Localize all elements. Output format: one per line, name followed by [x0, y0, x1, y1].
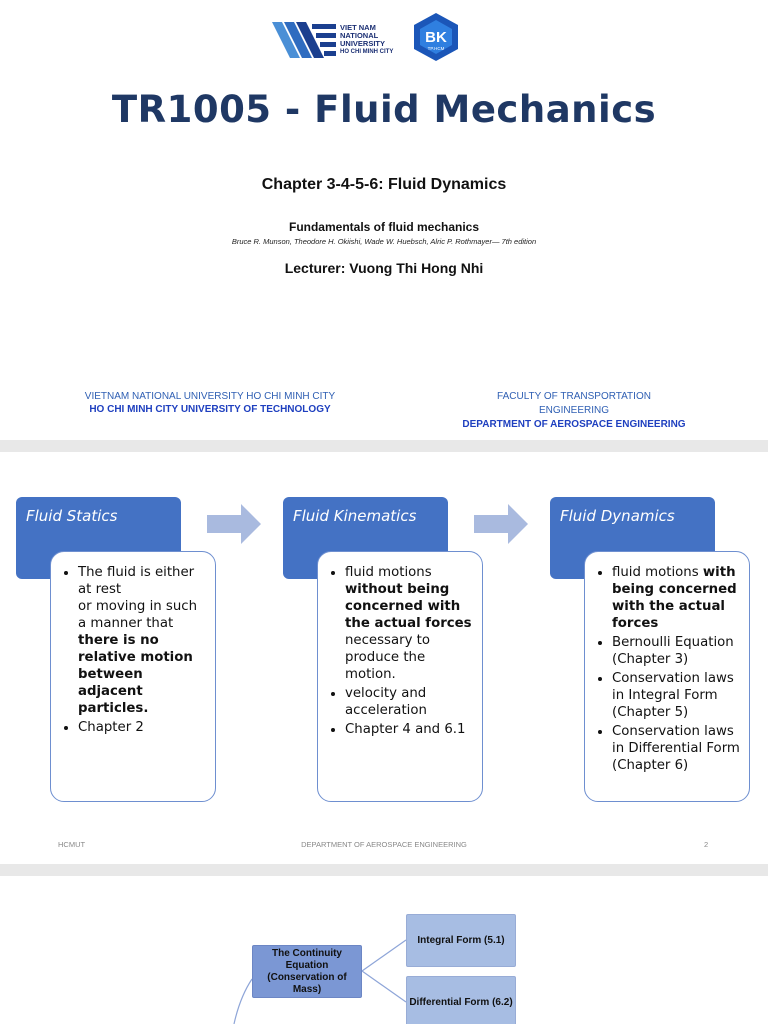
connector-lines — [233, 939, 407, 1024]
differential-form-node: Differential Form (6.2) — [406, 976, 516, 1024]
kinematics-bullet-2: velocity and acceleration — [345, 685, 474, 719]
footer-center: DEPARTMENT OF AEROSPACE ENGINEERING — [301, 840, 467, 849]
university-line-2: HO CHI MINH CITY UNIVERSITY OF TECHNOLOG… — [89, 404, 331, 415]
course-title: TR1005 - Fluid Mechanics — [111, 88, 657, 131]
integral-form-node: Integral Form (5.1) — [406, 914, 516, 967]
vnu-logo-text: VIET NAM NATIONAL UNIVERSITY HO CHI MINH… — [340, 23, 394, 56]
department-line: DEPARTMENT OF AEROSPACE ENGINEERING — [462, 419, 686, 430]
right-arrow-icon — [207, 504, 261, 544]
footer-left: HCMUT — [58, 840, 86, 849]
textbook-authors: Bruce R. Munson, Theodore H. Okiishi, Wa… — [231, 237, 537, 246]
chapter-title: Chapter 3-4-5-6: Fluid Dynamics — [261, 176, 507, 193]
faculty-line-1: FACULTY OF TRANSPORTATION — [497, 391, 651, 402]
university-name: VIETNAM NATIONAL UNIVERSITY HO CHI MINH … — [60, 390, 360, 416]
faculty-name: FACULTY OF TRANSPORTATION ENGINEERING DE… — [440, 390, 708, 432]
textbook-title: Fundamentals of fluid mechanics — [288, 220, 480, 234]
dynamics-bullet-3: Conservation laws in Integral Form (Chap… — [612, 670, 741, 721]
kinematics-bullet-1: fluid motions without being concerned wi… — [345, 564, 474, 683]
fluid-statics-title: Fluid Statics — [26, 507, 118, 525]
svg-text:BK: BK — [425, 29, 447, 46]
title-slide: VIET NAM NATIONAL UNIVERSITY HO CHI MINH… — [0, 0, 768, 440]
right-arrow-icon — [474, 504, 528, 544]
dynamics-bullet-4: Conservation laws in Differential Form (… — [612, 723, 741, 774]
svg-text:TP.HCM: TP.HCM — [428, 46, 445, 51]
fluid-kinematics-header: Fluid Kinematics — [283, 497, 448, 579]
kinematics-bullet-3: Chapter 4 and 6.1 — [345, 721, 474, 738]
fluid-dynamics-title: Fluid Dynamics — [560, 507, 675, 525]
dynamics-bullet-1: fluid motions with being concerned with … — [612, 564, 741, 632]
statics-bullet-2: Chapter 2 — [78, 719, 207, 736]
bk-logo-icon: BK TP.HCM — [414, 13, 458, 61]
dynamics-bullet-2: Bernoulli Equation (Chapter 3) — [612, 634, 741, 668]
page-number: 2 — [704, 840, 709, 849]
lecturer-name: Lecturer: Vuong Thi Hong Nhi — [284, 260, 484, 276]
overview-slide: Fluid Statics The fluid is either at res… — [0, 452, 768, 864]
university-line-1: VIETNAM NATIONAL UNIVERSITY HO CHI MINH … — [84, 391, 336, 402]
fluid-dynamics-box: fluid motions with being concerned with … — [584, 551, 750, 802]
continuity-equation-node: The Continuity Equation (Conservation of… — [252, 945, 362, 998]
fluid-kinematics-box: fluid motions without being concerned wi… — [317, 551, 483, 802]
vnu-logo-icon — [272, 22, 336, 58]
faculty-line-2: ENGINEERING — [538, 405, 609, 416]
continuity-slide: The Continuity Equation (Conservation of… — [0, 876, 768, 1024]
fluid-kinematics-title: Fluid Kinematics — [293, 507, 417, 525]
